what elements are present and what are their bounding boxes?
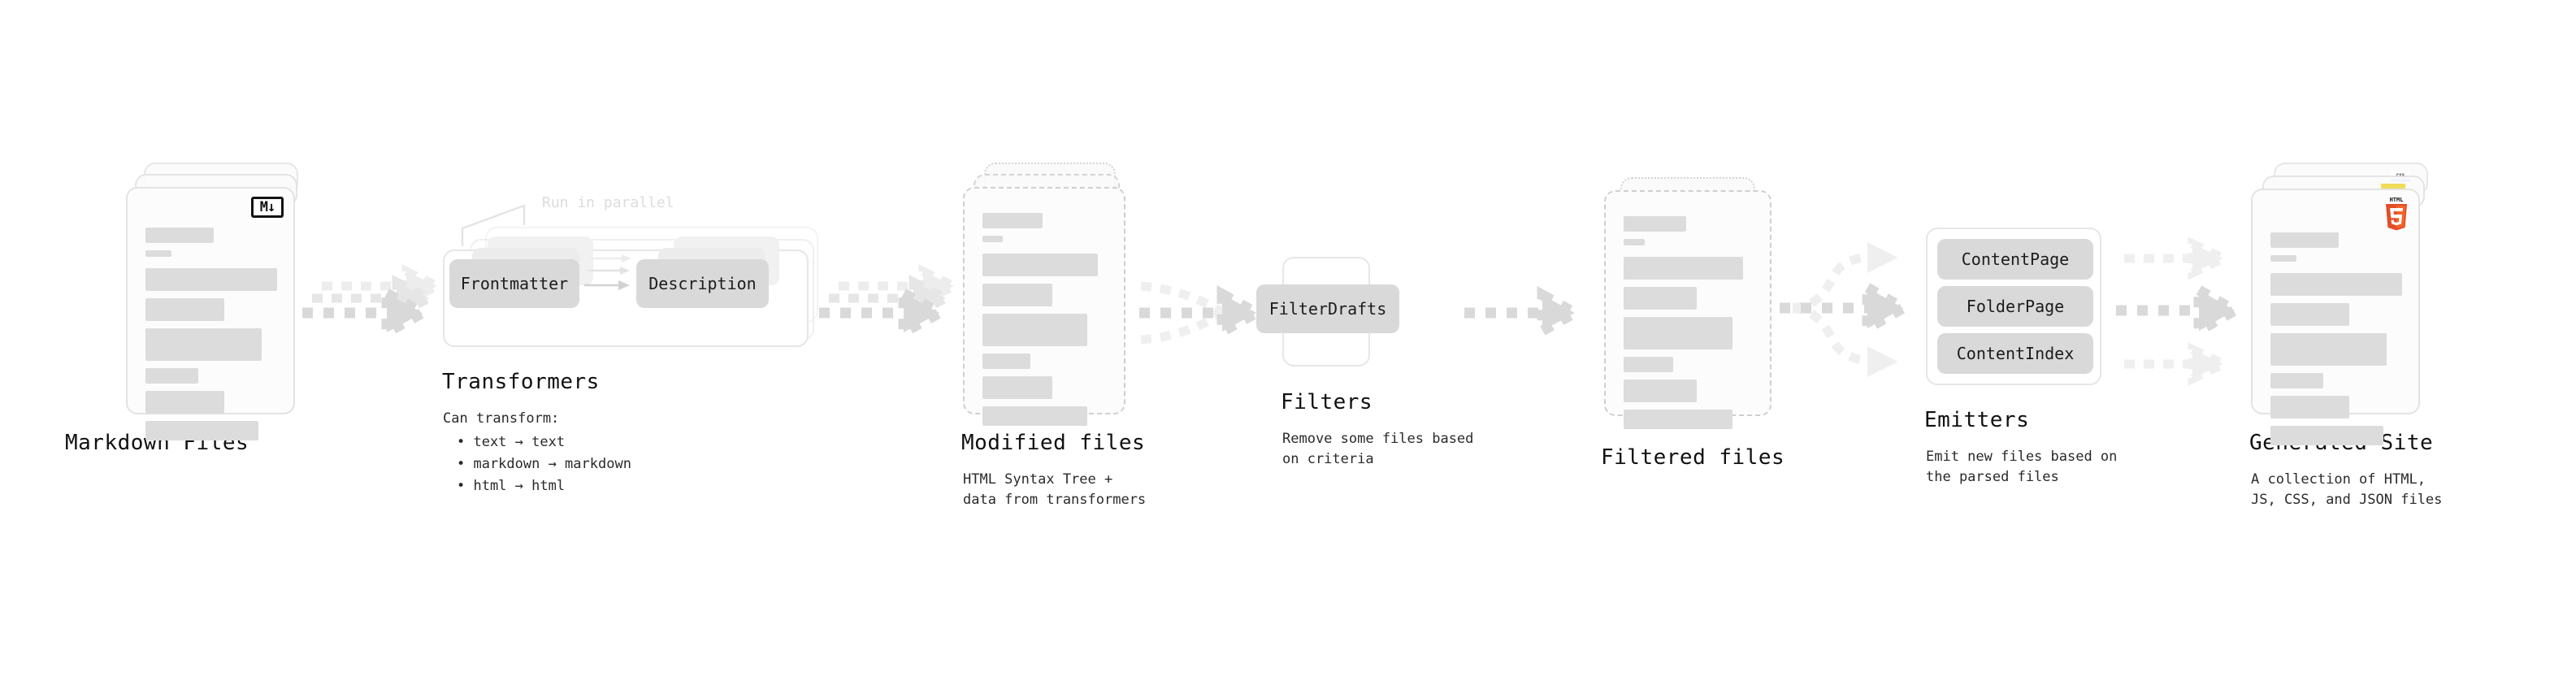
- bar: [145, 391, 225, 414]
- bar: [2270, 373, 2323, 388]
- bar: [982, 284, 1053, 306]
- chip-filterdrafts[interactable]: FilterDrafts: [1256, 284, 1399, 333]
- emitters-title: Emitters: [1924, 408, 2030, 432]
- bar: [982, 236, 1003, 242]
- bar: [2270, 426, 2384, 445]
- modified-files-stack: [963, 163, 1142, 426]
- bar: [982, 314, 1088, 346]
- bar: [982, 376, 1053, 399]
- transformers-bullet-2: • html → html: [457, 478, 566, 494]
- bar: [1624, 410, 1733, 429]
- generated-site-stack: CSS HTML: [2251, 163, 2438, 445]
- bar: [145, 228, 215, 243]
- emitters-box: ContentPage FolderPage ContentIndex: [1926, 228, 2101, 385]
- transformers-subtitle: Can transform:: [443, 410, 560, 427]
- stage-filtered-files: Filtered files: [1601, 177, 1785, 470]
- bar: [982, 406, 1088, 426]
- bar: [2270, 333, 2387, 366]
- bar: [1624, 216, 1686, 232]
- arrow-transformers-to-modified: [819, 264, 965, 341]
- chip-frontmatter[interactable]: Frontmatter: [449, 259, 579, 308]
- bar: [982, 213, 1043, 228]
- modified-files-subtitle: HTML Syntax Tree + data from transformer…: [963, 471, 1147, 508]
- sheet-front: [1604, 190, 1772, 429]
- transformer-box-front: Frontmatter Description: [443, 236, 809, 347]
- stage-markdown-files: M↓ Markdown Files: [65, 163, 305, 455]
- run-in-parallel-note: Run in parallel: [542, 194, 674, 211]
- filtered-files-stack: [1604, 177, 1783, 429]
- bar: [2270, 232, 2340, 248]
- bar: [982, 354, 1030, 369]
- filtered-files-title: Filtered files: [1601, 445, 1785, 470]
- bar: [2270, 396, 2350, 419]
- arrow-modified-to-filters: [1139, 281, 1268, 345]
- filters-subtitle: Remove some files based on criteria: [1282, 431, 1474, 467]
- arrow-emitters-to-generated: [2116, 236, 2246, 386]
- sheet-front: [963, 187, 1125, 426]
- transformers-bullet-0: • text → text: [457, 434, 566, 450]
- filters-box: FilterDrafts: [1256, 257, 1399, 367]
- arrow-filters-to-filtered: [1464, 286, 1586, 340]
- filters-title: Filters: [1281, 390, 1373, 414]
- markdown-files-stack: M↓: [126, 163, 305, 440]
- arrow-markdown-to-transformers: [302, 264, 448, 341]
- bar: [982, 254, 1098, 276]
- arrow-filtered-to-emitters: [1780, 242, 1915, 377]
- chip-folderpage[interactable]: FolderPage: [1937, 286, 2093, 327]
- bar: [2270, 303, 2350, 326]
- transformers-bullet-1: • markdown → markdown: [457, 456, 631, 472]
- inner-transform-arrows: [584, 254, 631, 290]
- bar: [145, 421, 259, 440]
- markdown-badge-icon: M↓: [251, 197, 284, 218]
- bar: [145, 250, 172, 257]
- run-in-parallel-leader: [461, 204, 526, 246]
- bar: [2270, 273, 2402, 296]
- bar: [145, 298, 225, 321]
- bar: [145, 268, 277, 291]
- chip-contentindex[interactable]: ContentIndex: [1937, 333, 2093, 374]
- bar: [1624, 380, 1697, 402]
- chip-description[interactable]: Description: [636, 259, 769, 308]
- stage-modified-files: Modified files HTML Syntax Tree + data f…: [961, 163, 1146, 508]
- bar: [2270, 255, 2297, 262]
- modified-files-title: Modified files: [961, 431, 1146, 455]
- transformers-title: Transformers: [442, 370, 600, 394]
- bar: [145, 328, 262, 361]
- bar: [1624, 357, 1673, 372]
- bar: [1624, 257, 1744, 280]
- bar: [1624, 317, 1733, 349]
- bar: [1624, 239, 1645, 245]
- html5-badge-icon: HTML: [2383, 195, 2410, 231]
- sheet-front: HTML: [2251, 189, 2420, 445]
- stage-generated-site: CSS HTML: [2249, 163, 2442, 508]
- chip-contentpage[interactable]: ContentPage: [1937, 239, 2093, 280]
- emitters-subtitle: Emit new files based on the parsed files: [1926, 449, 2118, 485]
- bar: [1624, 287, 1697, 310]
- placeholder-bars: [145, 228, 277, 448]
- generated-site-subtitle: A collection of HTML, JS, CSS, and JSON …: [2251, 471, 2443, 508]
- svg-text:HTML: HTML: [2390, 197, 2404, 203]
- sheet-front: M↓: [126, 187, 295, 440]
- bar: [145, 368, 198, 384]
